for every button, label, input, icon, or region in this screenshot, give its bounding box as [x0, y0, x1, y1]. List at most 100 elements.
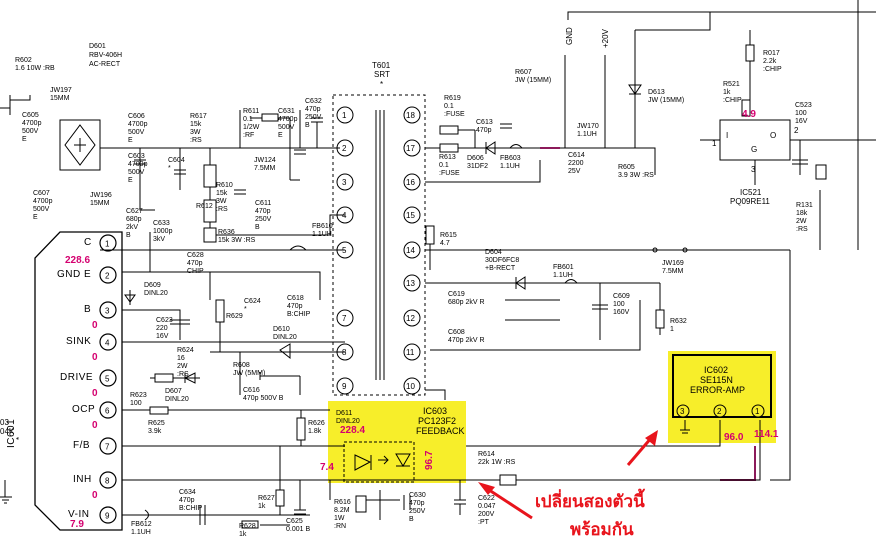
ic601-pin-num: 5 [105, 375, 110, 384]
label-c613: C613 [476, 119, 493, 126]
ic601-pin-8 [99, 471, 117, 489]
ic603-reading-left: 7.4 [320, 462, 334, 473]
label-d606: 31DF2 [467, 163, 488, 170]
label-r628: 1k [239, 531, 247, 538]
ic601-pin-num: 4 [105, 339, 110, 348]
ic521-pin2: 2 [794, 126, 799, 135]
ic601-pin-reading: 7.9 [70, 519, 84, 530]
label-r624: 16 [177, 355, 185, 362]
label-c634: C634 [179, 489, 196, 496]
gnd-label: GND [565, 27, 574, 45]
label-c622: 0.047 [478, 503, 496, 510]
label-r017: :CHIP [763, 66, 782, 73]
t601-pin-num: 16 [406, 178, 415, 187]
ic602-pin1 [751, 404, 765, 418]
label-c523: 100 [795, 110, 807, 117]
ic601-pin-6 [99, 401, 117, 419]
label-c607: E [33, 214, 38, 221]
label-c627: 680p [126, 216, 142, 223]
ic602-block: 3 2 1 IC602 SE115N ERROR-AMP [672, 354, 772, 418]
label-r617: R617 [190, 113, 207, 120]
label-c632: B [305, 122, 310, 129]
ic601-pin-label: GND E [57, 269, 91, 280]
label-r612: R612 [196, 203, 213, 210]
label-d604: 30DF6FC8 [485, 257, 519, 264]
ic601-pin-4 [99, 333, 117, 351]
ic601-pin-num: 6 [105, 407, 110, 416]
label-c631: 4700p [278, 116, 298, 123]
label-r616: 1W [334, 515, 345, 522]
label-d613: JW (15MM) [648, 97, 684, 104]
label-r616: :RN [334, 523, 346, 530]
label-c628: 470p [187, 260, 203, 267]
label-fb610: 1.1UH [312, 231, 332, 238]
label-c634: 470p [179, 497, 195, 504]
label-r608: JW (5MM) [233, 370, 265, 377]
ic601-pin-2 [99, 266, 117, 284]
label-c605: 500V [22, 128, 39, 135]
label-c608: 470p 2kV R [448, 337, 485, 344]
label-r614: 22k 1W :RS [478, 459, 516, 466]
ic601-pin-9 [99, 506, 117, 524]
ic601-pin-num: 1 [105, 240, 110, 249]
label-c625: C625 [286, 518, 303, 525]
label-d611: D611 [336, 410, 352, 417]
label-c627: 2kV [126, 224, 138, 231]
label-c607: 4700p [33, 198, 53, 205]
label-d606: D606 [467, 155, 484, 162]
label-d604: +B-RECT [485, 265, 516, 272]
ic601-pin-label: F/B [73, 440, 90, 451]
label-c606: 4700p [128, 121, 148, 128]
label-d604: D604 [485, 249, 502, 256]
label-d609: D609 [144, 282, 161, 289]
label-c616: 470p 500V B [243, 395, 284, 402]
label-jw196: JW196 [90, 192, 112, 199]
label-d610: DINL20 [273, 334, 297, 341]
label-r611: 1/2W [243, 124, 260, 131]
ic602-function: ERROR-AMP [690, 385, 745, 395]
label-d610: D610 [273, 326, 290, 333]
label-c623: C623 [156, 317, 173, 324]
ic601-pin-label: OCP [72, 404, 95, 415]
label-r628: R628 [239, 523, 256, 530]
label-r611: :RF [243, 132, 254, 139]
label-c631: E [278, 132, 283, 139]
label-c605: E [22, 136, 27, 143]
label-c625: 0.001 B [286, 526, 310, 533]
label-r610: :RS [216, 206, 228, 213]
label-c603: E [128, 177, 133, 184]
label-r624: R624 [177, 347, 194, 354]
ic601-pin-num: 9 [105, 512, 110, 521]
label-c609: 100 [613, 301, 625, 308]
t601-right-pin-14 [403, 241, 421, 259]
ic521-pin-i: I [726, 131, 728, 140]
t601-left-pin-7 [336, 309, 354, 327]
label-fb612: 1.1UH [131, 529, 151, 536]
circuit-wiring [0, 0, 876, 529]
label-c628: C628 [187, 252, 204, 259]
label-r624: :RS [177, 371, 189, 378]
label-c627: C627 [126, 208, 143, 215]
label-c614: 2200 [568, 160, 584, 167]
label-r616: 8.2M [334, 507, 350, 514]
label-r613: R613 [439, 154, 456, 161]
label-c611: 250V [255, 216, 272, 223]
label-c631: 500V [278, 124, 295, 131]
label-r602: 1.6 10W :RB [15, 65, 55, 72]
partial-label-04k: 04K [0, 427, 15, 436]
t601-right-pin-15 [403, 206, 421, 224]
label-c603: 4700p [128, 161, 148, 168]
ic603-reading-right: 96.7 [424, 450, 435, 470]
ic603-reading-pin: 228.4 [340, 425, 365, 436]
label-c630: B [409, 516, 414, 523]
t601-right-pin-11 [403, 343, 421, 361]
label-c606: C606 [128, 113, 145, 120]
ic602-reading-pin1: 114.1 [754, 429, 779, 440]
label-d611: DINL20 [336, 418, 360, 425]
t601-left-pin-3 [336, 173, 354, 191]
label-c624: C624 [244, 298, 261, 305]
label-r617: 3W [190, 129, 201, 136]
label-r623: R623 [130, 392, 147, 399]
label-r617: 15k [190, 121, 202, 128]
label-r627: 1k [258, 503, 266, 510]
